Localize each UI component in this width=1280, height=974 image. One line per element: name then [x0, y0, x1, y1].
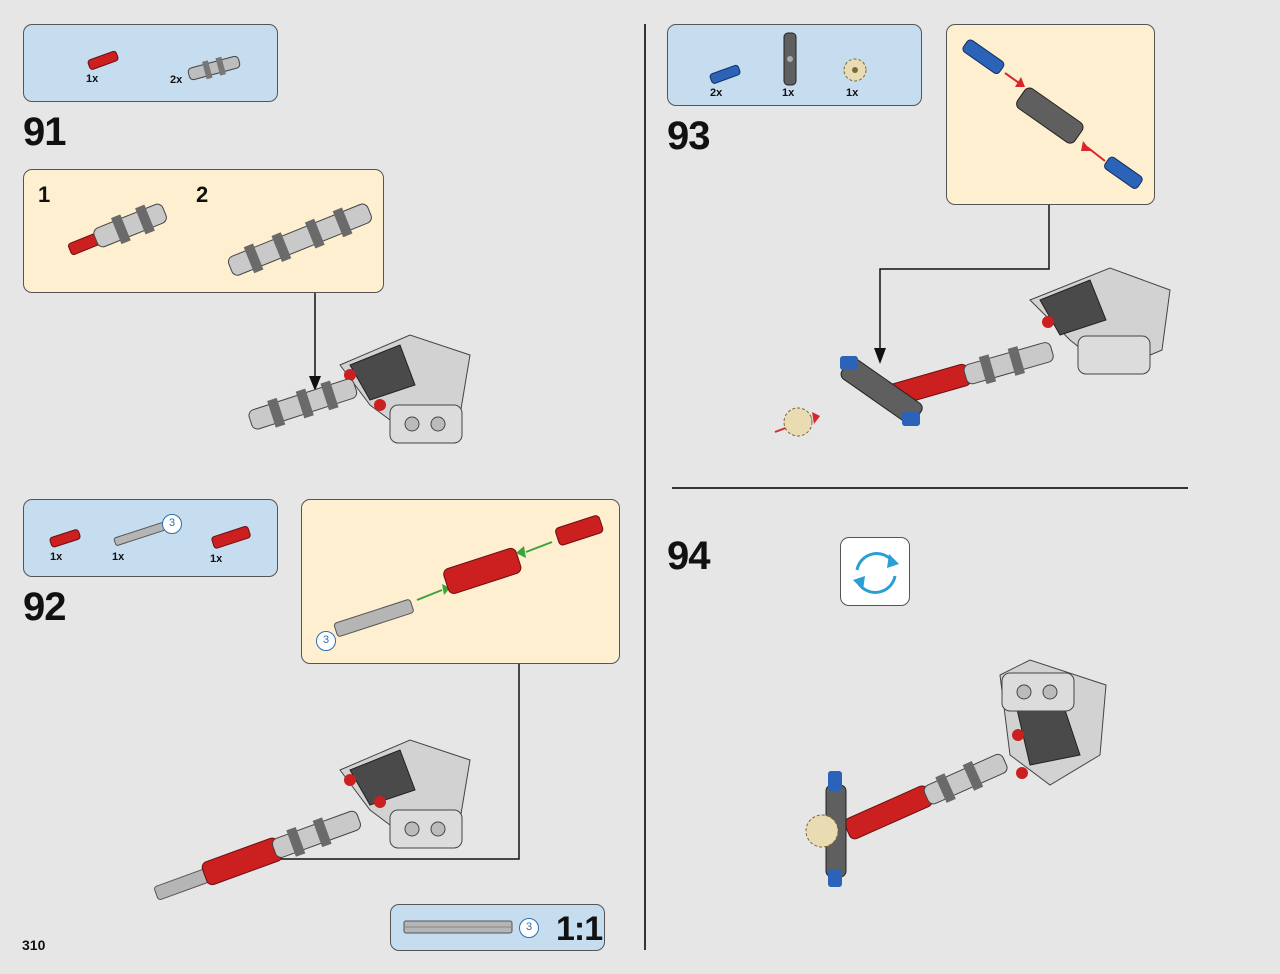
step-93-parts-list: 2x 1x 1x [667, 24, 922, 106]
universal-joint-with-red-connector-image [68, 203, 167, 256]
page-divider-horizontal [672, 487, 1188, 489]
step-92-subassembly-callout: 3 [301, 499, 620, 664]
step-92-parts-list: 1x 3 1x 1x [23, 499, 278, 577]
step-91-assembly-image [248, 334, 471, 444]
step-number-93: 93 [667, 114, 710, 158]
substep-label: 1 [38, 182, 51, 207]
step-93-assembly-image [774, 267, 1171, 437]
rotate-model-indicator [840, 537, 910, 606]
dark-gray-connector-icon [783, 32, 797, 86]
universal-joint-icon [187, 55, 241, 81]
part-qty: 2x [170, 74, 183, 86]
substep-label: 2 [196, 182, 209, 207]
step-number-91: 91 [23, 110, 66, 154]
step-91-parts-list: 1x 2x [23, 24, 278, 102]
part-qty: 1x [86, 73, 99, 85]
red-connector-icon [87, 50, 119, 70]
part-qty: 1x [112, 551, 125, 563]
part-qty: 1x [210, 553, 223, 565]
step-93-subassembly-callout [946, 24, 1155, 205]
step-number-94: 94 [667, 534, 710, 578]
axle-length-badge: 3 [162, 514, 182, 534]
part-qty: 2x [710, 87, 723, 99]
axle-scale-reference: 3 1:1 [390, 904, 605, 951]
step-92-assembly-image [154, 739, 471, 901]
scale-label: 1:1 [556, 910, 603, 948]
rotate-arrows-icon [853, 552, 899, 594]
red-connector-icon [49, 529, 81, 548]
step-91-subassembly-callout: 1 2 [23, 169, 384, 293]
page-number: 310 [22, 937, 46, 953]
double-universal-joint-image [227, 203, 372, 276]
step-91-arrow [309, 293, 321, 391]
step-94-assembly-image [805, 659, 1107, 887]
step-number-92: 92 [23, 585, 66, 629]
axle-length-badge: 3 [519, 918, 539, 938]
pins-into-connector-image [962, 39, 1143, 189]
part-qty: 1x [846, 87, 859, 99]
axle-length-badge: 3 [316, 631, 336, 651]
gear-icon [843, 58, 867, 82]
page-divider-vertical [644, 24, 646, 950]
step-93-arrow [874, 205, 1050, 364]
part-qty: 1x [782, 87, 795, 99]
blue-pin-icon [709, 64, 741, 84]
red-connector-icon [211, 526, 251, 549]
axle-3-scale-image [403, 920, 513, 934]
part-qty: 1x [50, 551, 63, 563]
axle-into-connector-image [333, 515, 604, 637]
